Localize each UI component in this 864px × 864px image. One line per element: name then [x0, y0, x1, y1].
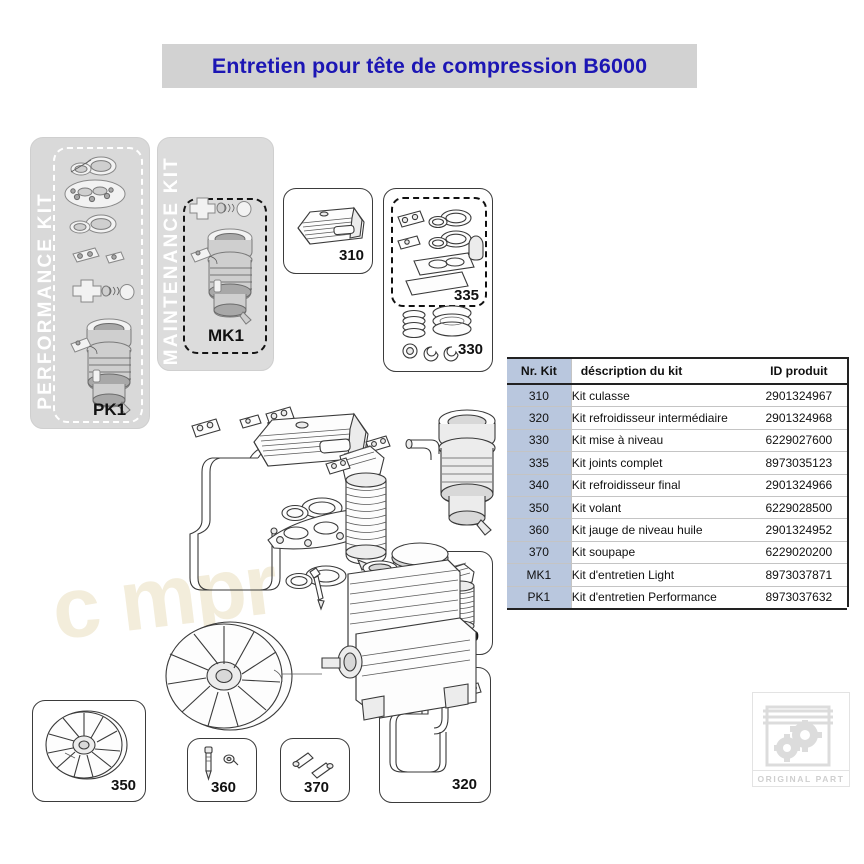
cell-desc: Kit joints complet — [571, 451, 751, 475]
cell-desc: Kit refroidisseur intermédiaire — [571, 406, 751, 430]
page-title-bar: Entretien pour tête de compression B6000 — [162, 44, 697, 88]
compressor-exploded-assembly — [165, 406, 496, 731]
cell-desc: Kit refroidisseur final — [571, 474, 751, 497]
valve-parts-illustration — [292, 752, 334, 779]
cell-desc: Kit d'entretien Light — [571, 563, 751, 587]
maintenance-kit-panel: MAINTENANCE KIT MK1 — [157, 137, 274, 371]
cell-nr: PK1 — [507, 586, 572, 610]
part-number-350: 350 — [111, 777, 137, 794]
cell-id: 8973037871 — [750, 563, 847, 587]
cell-id: 6229028500 — [750, 496, 847, 520]
cell-nr: MK1 — [507, 563, 572, 587]
cylinder-head-illustration — [297, 206, 365, 245]
page-title: Entretien pour tête de compression B6000 — [211, 53, 648, 78]
part-number-370: 370 — [304, 779, 330, 796]
cell-id: 2901324966 — [750, 474, 847, 497]
cell-nr: 320 — [507, 406, 572, 430]
part-box-370: 370 — [280, 738, 350, 802]
part-number-320: 320 — [452, 776, 478, 793]
cell-nr: 310 — [507, 384, 572, 408]
part-number-335: 335 — [454, 287, 480, 304]
cell-id: 8973035123 — [750, 451, 847, 475]
part-box-350: 350 — [32, 700, 146, 802]
cell-nr: 360 — [507, 518, 572, 542]
cell-nr: 370 — [507, 541, 572, 565]
cell-id: 2901324968 — [750, 406, 847, 430]
cell-desc: Kit soupape — [571, 541, 751, 565]
header-description: déscription du kit — [571, 357, 751, 385]
header-product-id: ID produit — [750, 357, 847, 385]
cell-id: 2901324967 — [750, 384, 847, 408]
cell-desc: Kit volant — [571, 496, 751, 520]
gasket-set-illustration — [397, 209, 484, 296]
maintenance-kit-illustration — [189, 197, 253, 325]
piston-rings-illustration — [402, 305, 472, 362]
cell-desc: Kit culasse — [571, 384, 751, 408]
flywheel-illustration — [45, 710, 128, 780]
cell-desc: Kit mise à niveau — [571, 429, 751, 453]
cell-id: 2901324952 — [750, 518, 847, 542]
table-header-row: Nr. Kit déscription du kit ID produit — [507, 357, 847, 385]
original-part-glyph — [763, 705, 833, 767]
gasket-set-dashed-outline — [391, 197, 487, 307]
part-box-335-330: 335 330 — [383, 188, 493, 372]
oil-dipstick-illustration — [204, 746, 239, 781]
cell-desc: Kit d'entretien Performance — [571, 586, 751, 610]
part-box-360: 360 — [187, 738, 257, 802]
performance-kit-dashed-outline — [53, 147, 143, 423]
cell-nr: 335 — [507, 451, 572, 475]
cell-id: 6229020200 — [750, 541, 847, 565]
cell-nr: 330 — [507, 429, 572, 453]
header-nr-kit: Nr. Kit — [507, 357, 572, 385]
performance-kit-illustration — [64, 156, 135, 415]
part-number-330: 330 — [458, 341, 484, 358]
performance-kit-name: PK1 — [93, 400, 127, 419]
maintenance-kit-dashed-outline — [183, 198, 267, 354]
part-box-310: 310 — [283, 188, 373, 274]
maintenance-kit-name: MK1 — [208, 326, 244, 345]
kit-table: Nr. Kit déscription du kit ID produit 31… — [507, 357, 847, 610]
cell-nr: 350 — [507, 496, 572, 520]
part-number-310: 310 — [339, 247, 365, 264]
performance-kit-panel: PERFORMANCE KIT — [30, 137, 150, 429]
cell-id: 8973037632 — [750, 586, 847, 610]
original-part-caption: ORIGINAL PART — [752, 770, 850, 787]
cell-id: 6229027600 — [750, 429, 847, 453]
cell-desc: Kit jauge de niveau huile — [571, 518, 751, 542]
part-number-360: 360 — [211, 779, 237, 796]
cell-nr: 340 — [507, 474, 572, 497]
